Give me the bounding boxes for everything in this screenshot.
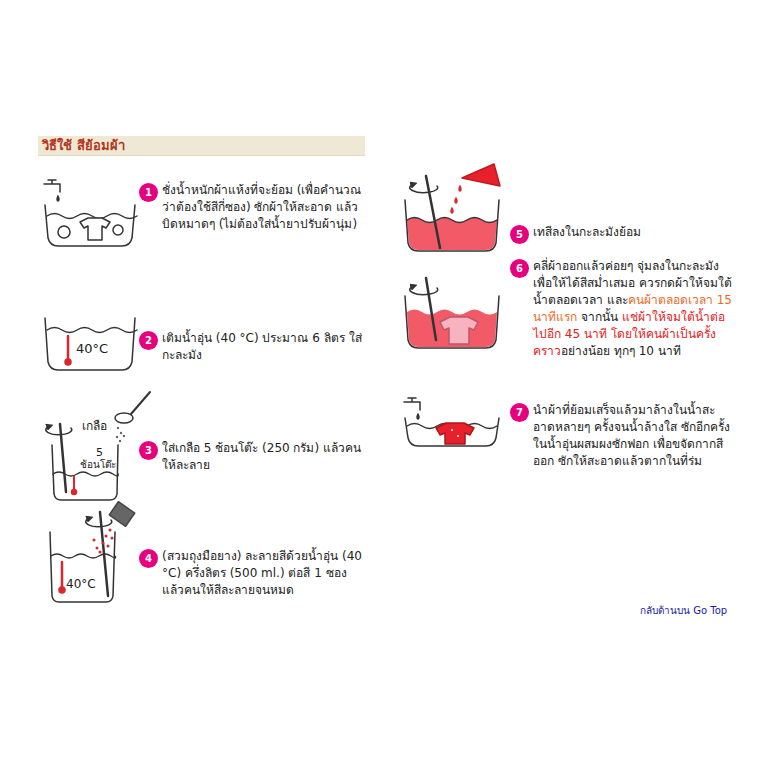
temperature-label: 40°C: [76, 341, 108, 356]
step-number-circle: 4(สวมถุงมือยาง) ละลายสีด้วยน้ำอุ่น (40 °…: [139, 549, 158, 568]
instruction-text: ใส่เกลือ 5 ช้อนโต๊ะ (250 กรัม) แล้วคนให้…: [162, 441, 361, 472]
step-number-circle: 5เทสีลงในกะละมังย้อม: [510, 225, 529, 244]
salt-label: เกลือ: [82, 419, 107, 433]
instruction-text: อย่างน้อย ทุกๆ 10 นาที: [561, 344, 681, 358]
step-instruction: เทสีลงในกะละมังย้อม: [533, 224, 733, 241]
step-number: 1: [139, 183, 158, 202]
temperature-label: 40°C: [66, 577, 96, 591]
step-number: 3: [139, 441, 158, 460]
step-number: 5: [510, 225, 529, 244]
step-number-circle: 6คลี่ผ้าออกแล้วค่อยๆ จุ่มลงในกะละมัง เพื…: [510, 259, 529, 278]
instruction-text: (สวมถุงมือยาง) ละลายสีด้วยน้ำอุ่น (40 °C…: [162, 549, 362, 597]
instruction-text: เติมน้ำอุ่น (40 °C) ประมาณ 6 ลิตร ใส่กะล…: [162, 331, 362, 362]
instruction-text: เทสีลงในกะละมังย้อม: [533, 225, 641, 239]
instruction-text: จากนั้น: [581, 310, 618, 324]
step-instruction: คลี่ผ้าออกแล้วค่อยๆ จุ่มลงในกะละมัง เพื่…: [533, 258, 733, 360]
step-number-circle: 2เติมน้ำอุ่น (40 °C) ประมาณ 6 ลิตร ใส่กะ…: [139, 331, 158, 350]
step-number-circle: 7นำผ้าที่ย้อมเสร็จแล้วมาล้างในน้ำสะอาดหล…: [510, 403, 529, 422]
step-number: 6: [510, 259, 529, 278]
step-instruction: ชั่งน้ำหนักผ้าแห้งที่จะย้อม (เพื่อคำนวณว…: [162, 182, 367, 233]
step-instruction: ใส่เกลือ 5 ช้อนโต๊ะ (250 กรัม) แล้วคนให้…: [162, 440, 367, 474]
instruction-text: นำผ้าที่ย้อมเสร็จแล้วมาล้างในน้ำสะอาดหลา…: [533, 403, 730, 468]
step-instruction: นำผ้าที่ย้อมเสร็จแล้วมาล้างในน้ำสะอาดหลา…: [533, 402, 733, 470]
step-number: 4: [139, 549, 158, 568]
step-number: 2: [139, 331, 158, 350]
step-number-circle: 1ชั่งน้ำหนักผ้าแห้งที่จะย้อม (เพื่อคำนวณ…: [139, 183, 158, 202]
step-instruction: (สวมถุงมือยาง) ละลายสีด้วยน้ำอุ่น (40 °C…: [162, 548, 367, 599]
go-top-link: กลับด้านบน Go Top: [640, 605, 727, 617]
quantity-label: 5: [96, 446, 103, 459]
step-number-circle: 3ใส่เกลือ 5 ช้อนโต๊ะ (250 กรัม) แล้วคนให…: [139, 441, 158, 460]
unit-label: ช้อนโต๊ะ: [80, 459, 116, 471]
section-title: วิธีใช้ สีย้อมผ้า: [38, 136, 365, 156]
step-number: 7: [510, 403, 529, 422]
instruction-text: ชั่งน้ำหนักผ้าแห้งที่จะย้อม (เพื่อคำนวณว…: [162, 183, 362, 231]
step-instruction: เติมน้ำอุ่น (40 °C) ประมาณ 6 ลิตร ใส่กะล…: [162, 330, 367, 364]
